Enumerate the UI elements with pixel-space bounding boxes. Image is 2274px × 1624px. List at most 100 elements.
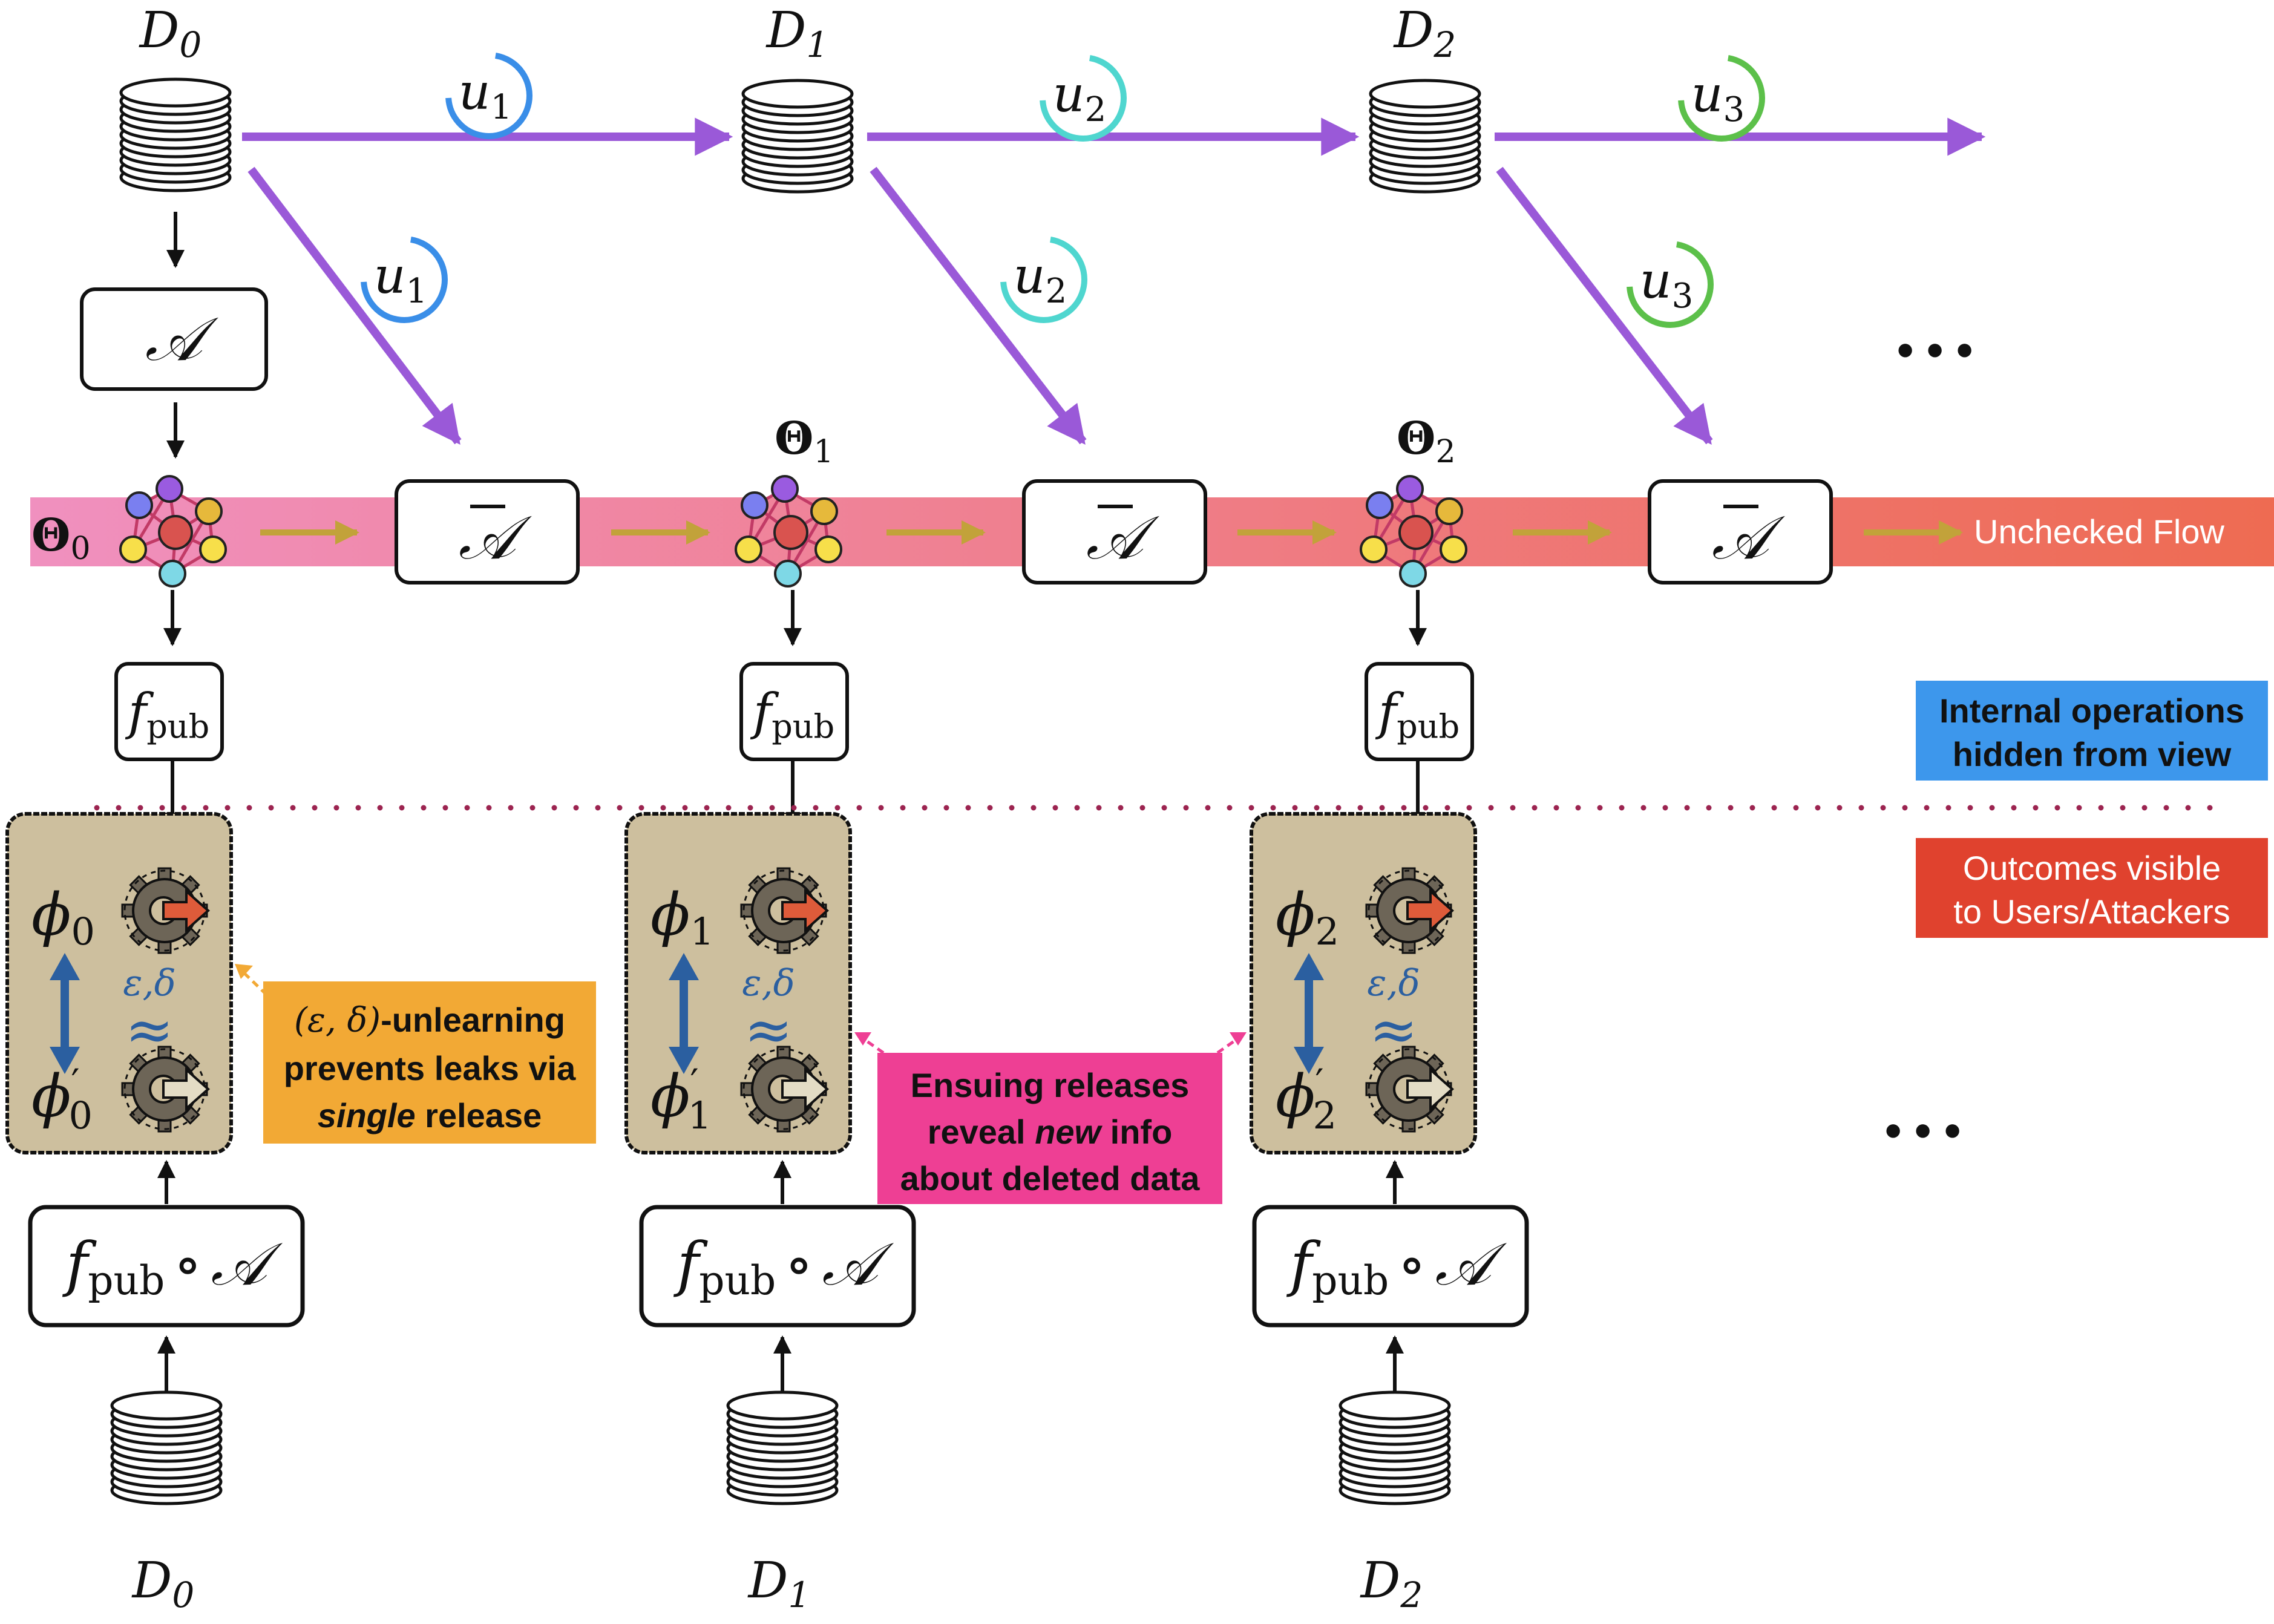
gear-output-icon — [740, 867, 830, 954]
callout-single-pointer-head — [235, 964, 253, 979]
phi-label: ϕ2 — [1276, 881, 1339, 954]
update-badge: u3 — [1678, 54, 1765, 142]
unlearning-algorithm-box: 𝒜 — [395, 479, 580, 584]
unlearn-arrow-1 — [247, 166, 462, 445]
dataset-labels-top: D0 D1 D2 — [139, 2, 1456, 65]
update-badge: u1 — [361, 236, 448, 324]
fpub-box: fpub — [739, 662, 849, 761]
callout-ensuing-line2-pre: reveal — [928, 1113, 1035, 1151]
callout-ensuing-line3: about deleted data — [900, 1159, 1201, 1197]
composite-release-box: fpub∘𝒜 — [639, 1205, 916, 1328]
callout-single-italic: single — [318, 1096, 416, 1135]
dataset-label-bottom: D0 — [131, 1552, 195, 1616]
callout-ensuing-pointer-right-head — [1230, 1032, 1247, 1046]
callout-single-line3: release — [416, 1096, 542, 1135]
model-network-icon — [119, 475, 227, 588]
database-icon — [741, 79, 854, 194]
unlearning-algorithm-box: 𝒜 — [1648, 479, 1833, 584]
legend-visible-line2: to Users/Attackers — [1953, 892, 2230, 931]
update-label: u3 — [1691, 66, 1745, 129]
fpub-box: fpub — [114, 662, 224, 761]
model-label: Θ0 — [31, 509, 91, 567]
ellipsis-bottom: • • • — [1885, 1104, 1961, 1157]
callout-ensuing-releases: Ensuing releases reveal new info about d… — [877, 1053, 1222, 1204]
phi-prime-label: ϕ′1 — [650, 1061, 712, 1138]
gear-outline-icon — [740, 1046, 830, 1133]
eps-delta-label: ε,δ — [1367, 962, 1420, 1004]
database-icon — [119, 77, 232, 192]
dataset-label-bottom: D1 — [747, 1552, 811, 1616]
output-boxes: ϕ0ϕ′0ε,δ≈ϕ1ϕ′1ε,δ≈ϕ2ϕ′2ε,δ≈ — [5, 812, 1477, 1154]
callout-single-line2: prevents leaks via — [284, 1049, 576, 1087]
dataset-label-top: D2 — [1393, 2, 1456, 65]
composite-release-box: fpub∘𝒜 — [1252, 1205, 1529, 1328]
callout-single-math: (ε, δ) — [294, 1001, 381, 1040]
phi-prime-label: ϕ′0 — [31, 1061, 93, 1138]
database-stacks — [110, 77, 1481, 1505]
phi-prime-label: ϕ′2 — [1276, 1061, 1337, 1138]
dataset-label-top: D0 — [139, 2, 202, 65]
ellipsis-top: • • • — [1897, 323, 1973, 376]
callout-ensuing-line2-post: info — [1101, 1113, 1172, 1151]
legend-internal-line2: hidden from view — [1953, 735, 2232, 773]
dataset-label-top: D1 — [765, 2, 829, 65]
update-label: u1 — [374, 247, 427, 311]
update-badge: u2 — [1000, 235, 1087, 323]
legend-visible: Outcomes visible to Users/Attackers — [1916, 838, 2268, 938]
model-icons — [119, 475, 1467, 588]
release-output-box: ϕ1ϕ′1ε,δ≈ — [624, 812, 852, 1154]
phi-label: ϕ0 — [31, 881, 95, 954]
eps-delta-label: ε,δ — [123, 962, 175, 1004]
release-output-box: ϕ2ϕ′2ε,δ≈ — [1250, 812, 1477, 1154]
unlearning-algorithm-box: 𝒜 — [1022, 479, 1207, 584]
database-icon — [726, 1390, 839, 1505]
callout-ensuing-italic: new — [1035, 1113, 1103, 1151]
release-output-box: ϕ0ϕ′0ε,δ≈ — [5, 812, 233, 1154]
fpub-box: fpub — [1365, 662, 1474, 761]
fpub-label: fpub — [1375, 684, 1460, 745]
update-badge: u1 — [445, 52, 532, 139]
eps-delta-label: ε,δ — [742, 962, 795, 1004]
svg-text:(ε, δ)-unlearning: (ε, δ)-unlearning — [294, 1001, 565, 1040]
composite-release-box: fpub∘𝒜 — [28, 1205, 305, 1328]
update-label: u2 — [1014, 247, 1067, 311]
unchecked-flow-label: Unchecked Flow — [1974, 512, 2225, 551]
update-label: u1 — [459, 64, 512, 127]
gear-output-icon — [121, 867, 211, 954]
unlearn-arrow-3 — [1496, 166, 1713, 445]
callout-single-line1: -unlearning — [381, 1001, 565, 1039]
update-arrows — [242, 117, 1986, 445]
model-network-icon — [735, 475, 842, 588]
gear-output-icon — [1365, 867, 1455, 954]
gear-outline-icon — [121, 1046, 211, 1133]
learning-algorithm-box: 𝒜 — [80, 287, 268, 391]
gear-outline-icon — [1365, 1046, 1455, 1133]
database-icon — [1339, 1390, 1451, 1505]
callout-ensuing-pointer-left-head — [854, 1032, 871, 1046]
legend-internal: Internal operations hidden from view — [1916, 681, 2268, 781]
svg-text:single release: single release — [318, 1096, 542, 1135]
model-label: Θ2 — [1397, 413, 1456, 470]
model-network-icon — [1360, 475, 1467, 588]
dataset-label-bottom: D2 — [1360, 1552, 1423, 1616]
database-icon — [110, 1390, 223, 1505]
legend-visible-line1: Outcomes visible — [1963, 849, 2221, 887]
update-badge: u2 — [1040, 54, 1127, 142]
dataset-labels-bottom: D0 D1 D2 — [131, 1552, 1423, 1616]
update-label: u3 — [1640, 252, 1693, 316]
unlearn-arrow-2 — [870, 166, 1087, 445]
callout-single-release: (ε, δ)-unlearning prevents leaks via sin… — [263, 981, 596, 1144]
fpub-boxes: fpub fpub fpub — [114, 662, 1474, 761]
svg-text:reveal new info: reveal new info — [928, 1113, 1173, 1151]
legend-internal-line1: Internal operations — [1939, 692, 2244, 730]
model-label: Θ1 — [775, 413, 834, 470]
composite-boxes: fpub∘𝒜 fpub∘𝒜 fpub∘𝒜 — [28, 1205, 1529, 1328]
update-badges: u1 u1 u2 u2 u3 u3 — [361, 52, 1765, 328]
update-label: u2 — [1053, 66, 1106, 129]
phi-label: ϕ1 — [650, 881, 714, 954]
callout-ensuing-line1: Ensuing releases — [911, 1066, 1190, 1104]
database-icon — [1369, 79, 1481, 194]
update-badge: u3 — [1627, 241, 1714, 328]
